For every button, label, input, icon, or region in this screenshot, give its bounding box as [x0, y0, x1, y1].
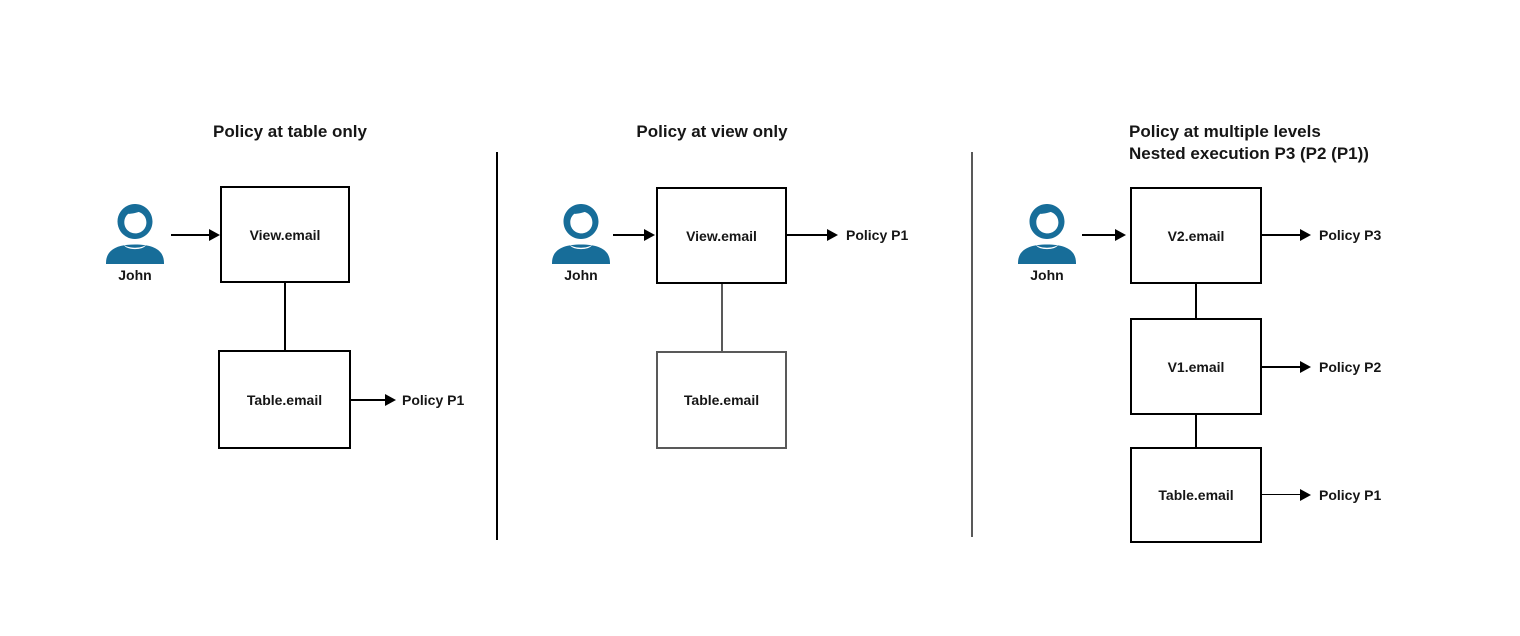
policy-label: Policy P2 [1319, 359, 1382, 375]
policy-arrow-line [1262, 234, 1302, 236]
actor-label: John [1030, 267, 1064, 283]
node-label: V1.email [1167, 358, 1225, 375]
node-view-email: View.email [656, 187, 787, 284]
panel-divider [496, 152, 498, 540]
arrowhead-icon [1300, 229, 1311, 241]
arrowhead-icon [827, 229, 838, 241]
policy-label: Policy P1 [846, 227, 909, 243]
panel-title: Policy at view only [636, 122, 788, 141]
arrowhead-icon [1300, 489, 1311, 501]
node-v2-email: V2.email [1130, 187, 1262, 284]
person-icon [106, 204, 164, 264]
panel-divider [971, 152, 973, 537]
arrowhead-icon [385, 394, 396, 406]
node-label: Table.email [246, 391, 323, 408]
connector-line [1195, 283, 1197, 319]
panel-title: Policy at table only [213, 122, 367, 141]
policy-arrow-line [1262, 366, 1302, 368]
node-label: View.email [249, 226, 321, 243]
panel-title: Policy at multiple levels [1129, 122, 1321, 141]
arrowhead-icon [644, 229, 655, 241]
policy-arrow-line [787, 234, 829, 236]
policy-arrow-line [1262, 494, 1302, 495]
panel-subtitle: Nested execution P3 (P2 (P1)) [1129, 144, 1369, 163]
node-table-email: Table.email [218, 350, 351, 449]
policy-label: Policy P1 [402, 392, 465, 408]
node-v1-email: V1.email [1130, 318, 1262, 415]
connector-line [1195, 414, 1197, 448]
actor-label: John [564, 267, 598, 283]
flow-arrow-line [171, 234, 211, 236]
node-label: V2.email [1167, 227, 1225, 244]
node-table-email: Table.email [1130, 447, 1262, 543]
connector-line [721, 284, 723, 351]
person-icon [1018, 204, 1076, 264]
actor-label: John [118, 267, 152, 283]
policy-label: Policy P1 [1319, 487, 1382, 503]
arrowhead-icon [1300, 361, 1311, 373]
person-icon [552, 204, 610, 264]
node-label: Table.email [683, 392, 760, 408]
node-table-email: Table.email [656, 351, 787, 449]
arrowhead-icon [1115, 229, 1126, 241]
policy-label: Policy P3 [1319, 227, 1382, 243]
arrowhead-icon [209, 229, 220, 241]
node-view-email: View.email [220, 186, 350, 283]
node-label: Table.email [1158, 487, 1234, 503]
flow-arrow-line [613, 234, 645, 236]
node-label: View.email [686, 227, 757, 244]
flow-arrow-line [1082, 234, 1116, 236]
connector-line [284, 282, 286, 351]
policy-arrow-line [351, 399, 387, 401]
